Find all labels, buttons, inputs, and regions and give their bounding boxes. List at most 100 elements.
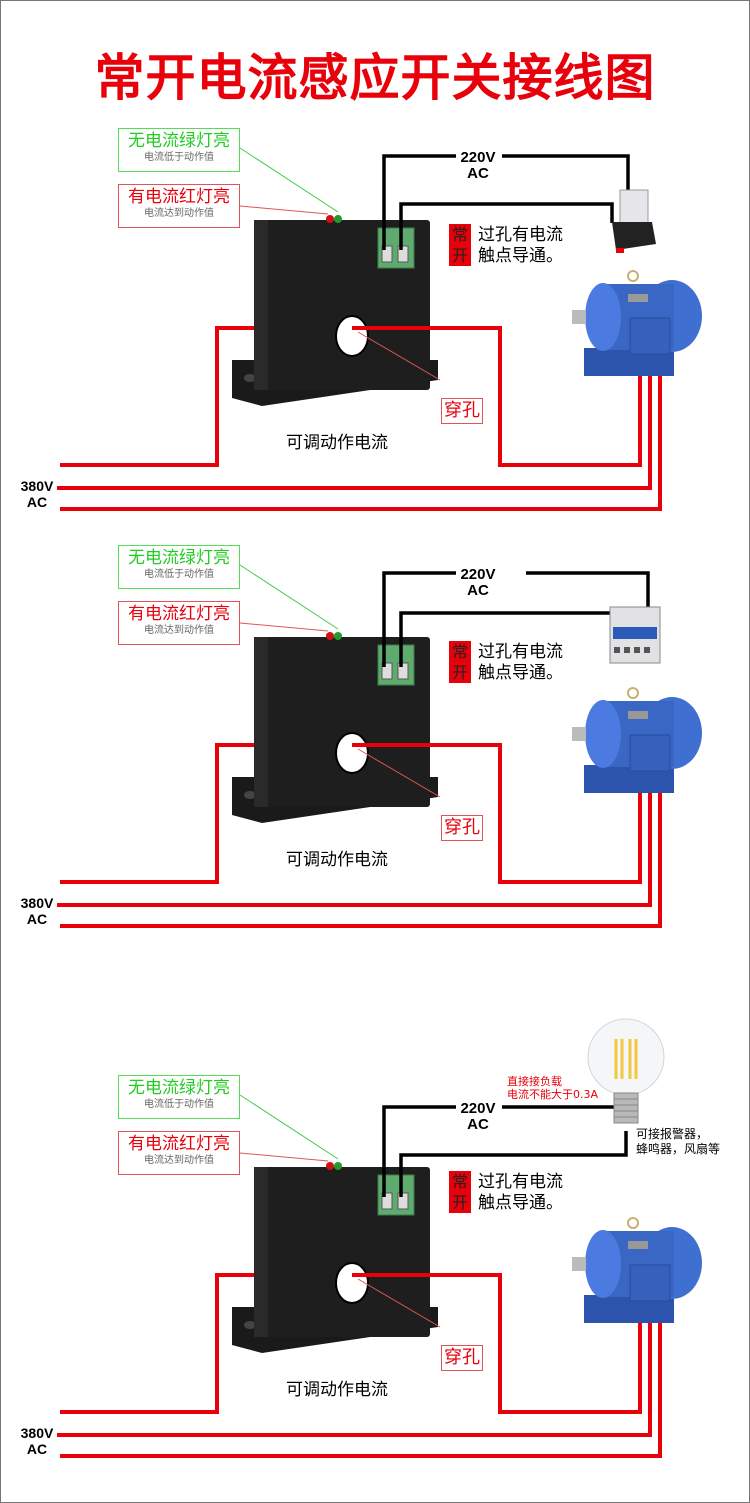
mains-wire-1 (60, 1273, 262, 1414)
hole-pointer (357, 748, 441, 798)
mains-wire-3 (60, 1321, 662, 1458)
mains-voltage-label: 380V AC (12, 478, 62, 510)
mains-wires (57, 1273, 662, 1458)
normally-open-desc: 过孔有电流 触点导通。 (478, 225, 563, 267)
control-voltage-label: 220V AC (448, 1101, 508, 1133)
mains-wires (57, 326, 662, 511)
no-current-sub: 电流低于动作值 (144, 152, 214, 163)
control-wires (382, 154, 630, 250)
no-current-title: 无电流绿灯亮 (128, 1078, 230, 1098)
control-wire-2 (399, 202, 614, 250)
control-voltage-type: AC (467, 582, 489, 599)
no-current-sub: 电流低于动作值 (144, 569, 214, 580)
badge-char-1: 常 (451, 1172, 468, 1191)
green-pointer (239, 564, 339, 630)
current-title: 有电流红灯亮 (128, 1134, 230, 1154)
motor-icon (572, 1217, 702, 1323)
normally-open-desc: 过孔有电流 触点导通。 (478, 1172, 563, 1214)
hole-pointer (357, 1278, 441, 1328)
mains-voltage-label: 380V AC (12, 1425, 62, 1457)
mount-hole-icon (244, 374, 256, 382)
mains-voltage-value: 380V (20, 478, 54, 494)
control-wire-1-b (526, 571, 650, 609)
mains-wire-2 (57, 1321, 652, 1437)
control-wire-1 (382, 1105, 456, 1197)
red-led-icon (326, 215, 334, 223)
badge-char-2: 开 (451, 246, 468, 265)
control-voltage-label: 220V AC (448, 567, 508, 599)
page-title: 常开电流感应开关接线图 (94, 49, 656, 107)
control-voltage-type: AC (467, 1116, 489, 1133)
green-led-icon (334, 215, 342, 223)
no-current-title: 无电流绿灯亮 (128, 548, 230, 568)
control-wire-1-b (502, 154, 630, 198)
mains-wire-2 (57, 374, 652, 490)
control-wire-2 (399, 1131, 628, 1197)
green-pointer (239, 1094, 339, 1160)
warning-line-1: 直接接负载 (507, 1075, 562, 1088)
current-red-label: 有电流红灯亮 电流达到动作值 (118, 601, 240, 645)
control-voltage-type: AC (467, 165, 489, 182)
motor-icon (572, 687, 702, 793)
pointer-lines (239, 147, 441, 381)
green-led-icon (334, 1162, 342, 1170)
mains-wire-3 (60, 791, 662, 928)
desc-line-2: 触点导通。 (478, 246, 563, 266)
mains-wires (57, 743, 662, 928)
mount-hole-icon (244, 791, 256, 799)
mains-wire-1-pass (345, 326, 642, 467)
hole-pointer (357, 331, 441, 381)
badge-char-2: 开 (451, 1193, 468, 1212)
current-title: 有电流红灯亮 (128, 187, 230, 207)
wiring-panel-1: 无电流绿灯亮 电流低于动作值 有电流红灯亮 电流达到动作值 220V AC 常 … (0, 128, 750, 548)
red-pointer (239, 1152, 329, 1162)
mains-wire-1 (60, 326, 262, 467)
through-hole-label: 穿孔 (441, 398, 483, 424)
mains-wire-1-pass (345, 743, 642, 884)
no-current-title: 无电流绿灯亮 (128, 131, 230, 151)
mains-voltage-value: 380V (20, 1425, 54, 1441)
mains-voltage-type: AC (26, 494, 48, 510)
load-current-warning: 直接接负载电流不能大于0.3A (507, 1075, 598, 1101)
current-red-label: 有电流红灯亮 电流达到动作值 (118, 184, 240, 228)
no-current-sub: 电流低于动作值 (144, 1099, 214, 1110)
desc-line-2: 触点导通。 (478, 663, 563, 683)
green-pointer (239, 147, 339, 213)
badge-char-1: 常 (451, 225, 468, 244)
control-voltage-label: 220V AC (448, 150, 508, 182)
current-sub: 电流达到动作值 (144, 625, 214, 636)
desc-line-1: 过孔有电流 (478, 642, 563, 662)
motor-icon (572, 270, 702, 376)
no-current-green-label: 无电流绿灯亮 电流低于动作值 (118, 1075, 240, 1119)
normally-open-desc: 过孔有电流 触点导通。 (478, 642, 563, 684)
alarm-line-2: 蜂鸣器，风扇等 (636, 1142, 721, 1156)
contactor-icon (609, 606, 661, 664)
mains-voltage-type: AC (26, 911, 48, 927)
through-hole-icon (335, 1262, 369, 1304)
current-sensor (232, 632, 438, 823)
badge-char-2: 开 (451, 663, 468, 682)
pointer-lines (239, 564, 441, 798)
through-hole-icon (335, 315, 369, 357)
no-current-green-label: 无电流绿灯亮 电流低于动作值 (118, 128, 240, 172)
normally-open-badge: 常 开 (449, 224, 471, 266)
mains-wire-2 (57, 791, 652, 907)
wiring-diagram-svg (57, 564, 702, 928)
wiring-panel-2: 无电流绿灯亮 电流低于动作值 有电流红灯亮 电流达到动作值 220V AC 常 … (0, 545, 750, 965)
red-led-icon (326, 632, 334, 640)
alarm-line-1: 可接报警器， (636, 1127, 709, 1141)
wiring-diagram-svg (57, 1018, 702, 1458)
green-led-icon (334, 632, 342, 640)
adjustable-current-label: 可调动作电流 (286, 433, 388, 453)
current-sub: 电流达到动作值 (144, 1155, 214, 1166)
control-voltage-value: 220V (460, 1100, 496, 1117)
desc-line-1: 过孔有电流 (478, 225, 563, 245)
mains-wire-3 (60, 374, 662, 511)
lightbulb-icon (587, 1018, 665, 1124)
current-sub: 电流达到动作值 (144, 208, 214, 219)
alarm-note: 可接报警器，蜂鸣器，风扇等 (636, 1127, 720, 1157)
normally-open-badge: 常 开 (449, 641, 471, 683)
control-wire-1 (382, 154, 456, 250)
wiring-diagram-svg (57, 147, 702, 511)
no-current-green-label: 无电流绿灯亮 电流低于动作值 (118, 545, 240, 589)
